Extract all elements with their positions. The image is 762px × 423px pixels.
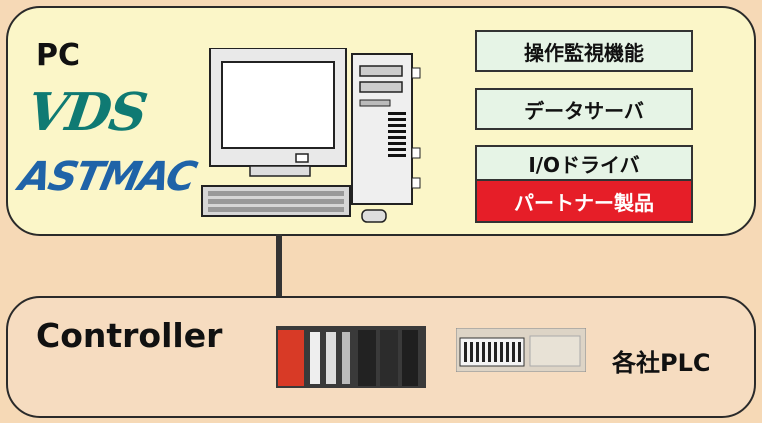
connection-line — [276, 234, 282, 298]
controller-label: Controller — [36, 316, 223, 355]
astmac-logo: ASTMAC — [15, 154, 199, 200]
function-iodriver-box: I/Oドライバ — [475, 145, 693, 181]
function-monitor-box: 操作監視機能 — [475, 30, 693, 72]
pc-label: PC — [36, 38, 81, 73]
pc-computer-icon — [201, 48, 421, 223]
plc-label: 各社PLC — [612, 349, 711, 377]
vds-logo: VDS — [23, 82, 150, 143]
plc-module-gray-icon — [456, 328, 586, 372]
function-dataserver-box: データサーバ — [475, 88, 693, 130]
plc-module-red-icon — [276, 326, 426, 388]
function-partner-box: パートナー製品 — [475, 181, 693, 223]
